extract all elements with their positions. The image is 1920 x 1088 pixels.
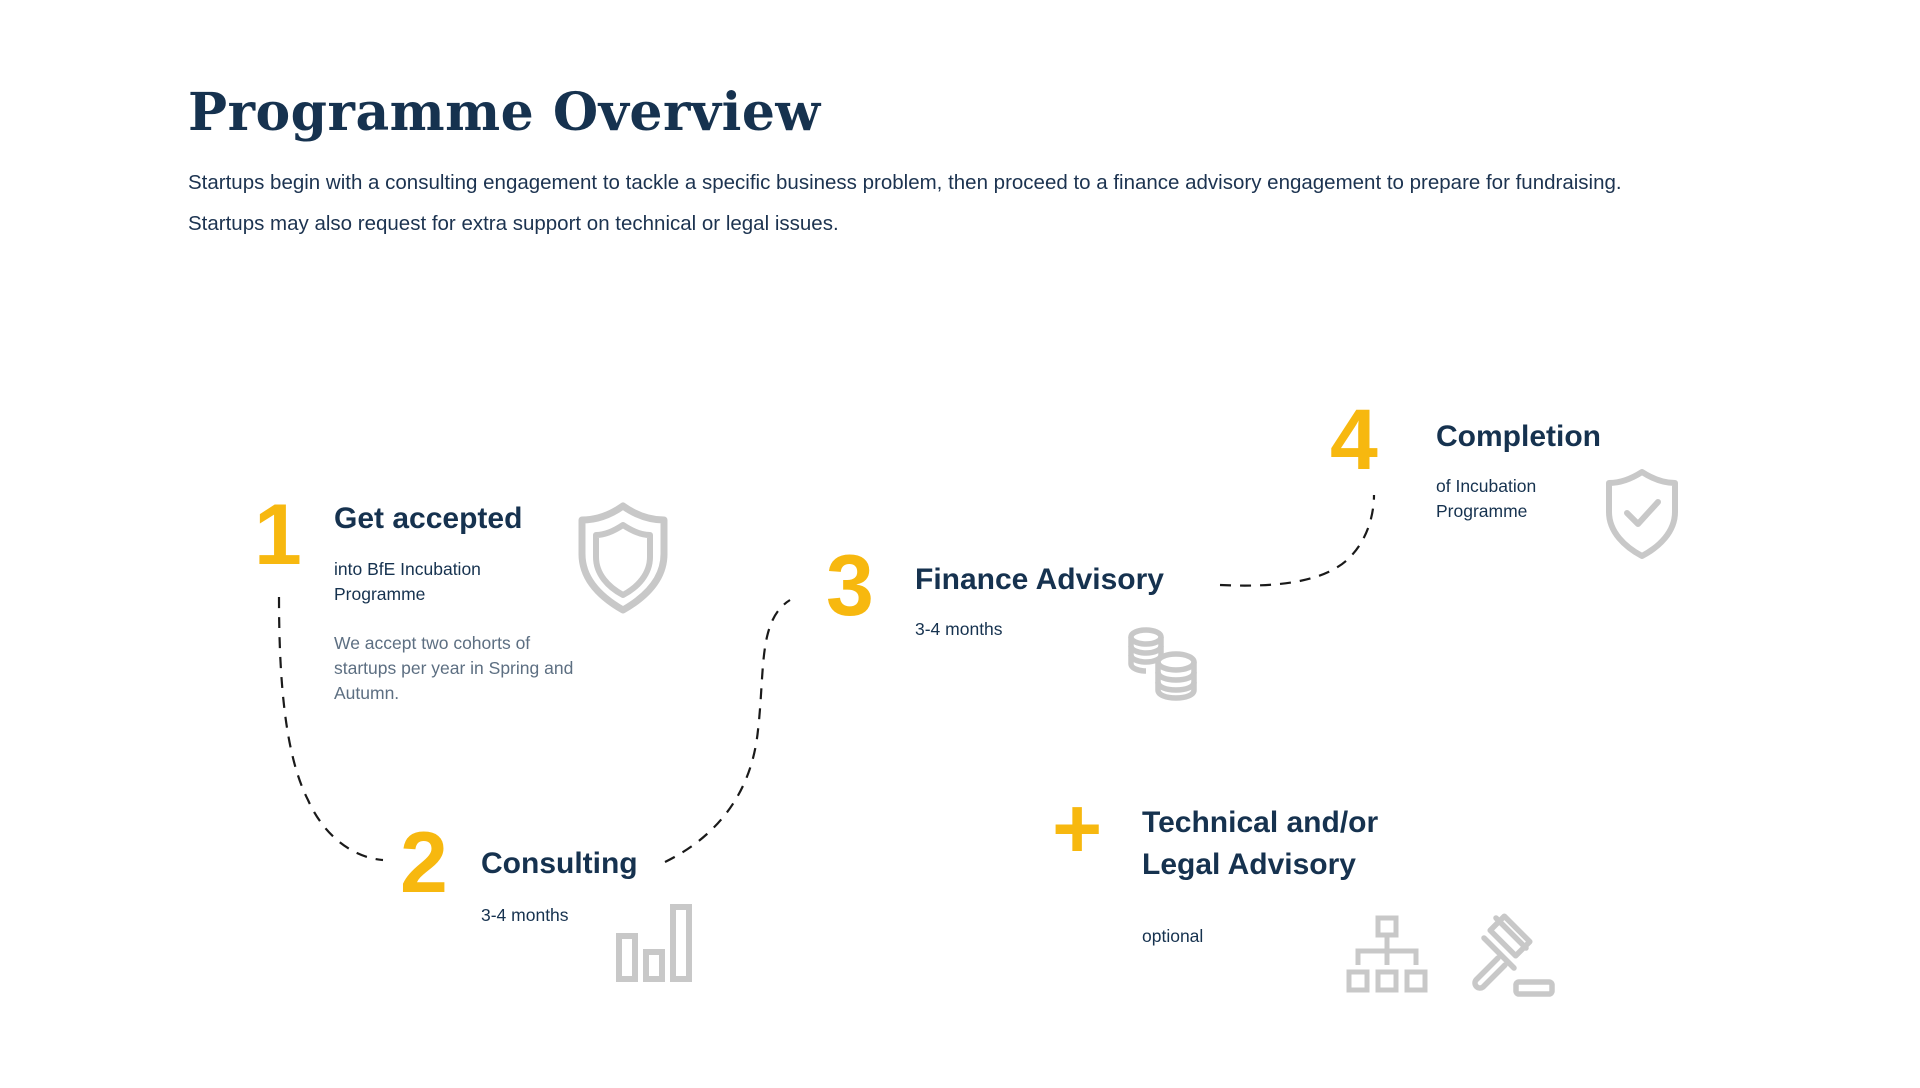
step-2-title: Consulting bbox=[481, 847, 638, 880]
step-1-title: Get accepted bbox=[334, 502, 523, 535]
step-1-description: We accept two cohorts of startups per ye… bbox=[334, 633, 574, 703]
intro-paragraph: Startups begin with a consulting engagem… bbox=[188, 171, 1622, 235]
step-4-number: 4 bbox=[1330, 392, 1378, 488]
step-4-subtitle: of Incubation Programme bbox=[1436, 476, 1537, 521]
shield-check-icon bbox=[1606, 469, 1678, 559]
step-1-subtitle: into BfE Incubation Programme bbox=[334, 559, 481, 604]
step-3-title: Finance Advisory bbox=[915, 563, 1164, 596]
extra-title-line1: Technical and/or bbox=[1142, 806, 1379, 839]
step-1-number: 1 bbox=[254, 487, 302, 583]
step-2-subtitle: 3-4 months bbox=[481, 905, 569, 925]
step-3-subtitle: 3-4 months bbox=[915, 619, 1003, 639]
coins-icon bbox=[1128, 627, 1197, 701]
page-title: Programme Overview bbox=[188, 82, 821, 143]
gavel-icon bbox=[1472, 913, 1555, 997]
shield-icon bbox=[578, 502, 668, 614]
connector-3-4 bbox=[1219, 494, 1376, 587]
org-chart-icon bbox=[1346, 915, 1428, 993]
extra-subtitle: optional bbox=[1142, 926, 1204, 946]
connector-2-3 bbox=[664, 599, 791, 863]
extra-title-line2: Legal Advisory bbox=[1142, 848, 1356, 881]
bar-chart-icon bbox=[616, 904, 692, 982]
connector-1-2 bbox=[277, 596, 384, 862]
step-2-number: 2 bbox=[400, 815, 448, 911]
extra-plus-symbol: + bbox=[1052, 781, 1103, 877]
step-4-title: Completion bbox=[1436, 420, 1601, 453]
step-3-number: 3 bbox=[826, 538, 874, 634]
